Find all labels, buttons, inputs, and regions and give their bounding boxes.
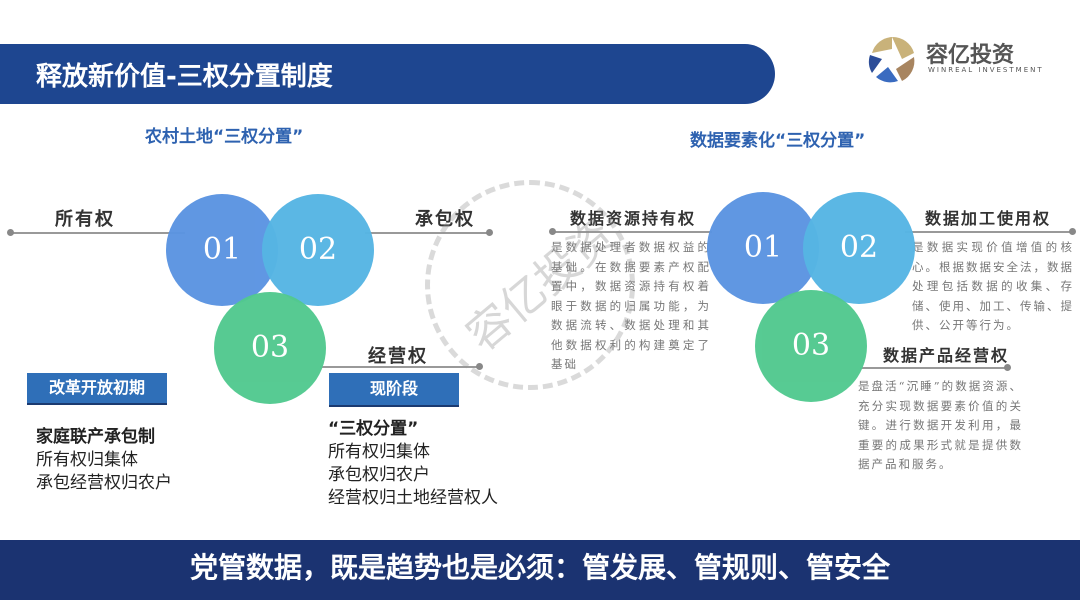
label-operation: 经营权 [368,346,428,367]
logo: 容亿投资 WINREAL INVESTMENT [866,33,1042,89]
logo-icon [868,36,915,83]
item-description: 是盘活“沉睡”的数据资源、充分实现数据要素价值的关键。进行数据开发利用，最重要的… [858,379,1023,471]
text-line: 所有权归集体 [328,442,430,462]
tag-early-reform: 改革开放初期 [27,373,167,405]
circle-02: 02 [803,192,915,304]
circle-02: 02 [262,194,374,306]
item-title: 数据产品经营权 [883,346,1010,365]
footer-banner: 党管数据，既是趋势也是必须：管发展、管规则、管安全 [0,540,1080,600]
text-line: 经营权归土地经营权人 [328,488,498,508]
divider-line [549,228,712,235]
tag-current-stage: 现阶段 [329,373,459,407]
title-bar: 释放新价值-三权分置制度 [0,44,775,104]
divider-line [860,364,1011,371]
logo-subtitle: WINREAL INVESTMENT [928,66,1044,74]
page-title: 释放新价值-三权分置制度 [36,62,333,92]
label-ownership: 所有权 [55,209,115,230]
left-heading: 农村土地“三权分置” [145,127,304,147]
text-line: 承包权归农户 [328,465,430,485]
text-line: 家庭联产承包制 [36,427,155,447]
divider-line [905,228,1076,235]
logo-name: 容亿投资 [926,43,1015,68]
item-title: 数据资源持有权 [570,209,697,228]
early-reform-block: 家庭联产承包制 所有权归集体 承包经营权归农户 [36,426,172,495]
circle-01: 01 [707,192,819,304]
item-description: 是数据处理者数据权益的基础。在数据要素产权配置中，数据资源持有权着眼于数据的归属… [551,240,711,371]
item-title: 数据加工使用权 [925,209,1052,228]
divider-line [365,229,493,236]
divider-line [320,363,483,370]
item-description: 是数据实现价值增值的核心。根据数据安全法，数据处理包括数据的收集、存储、使用、加… [912,240,1074,332]
circle-03: 03 [755,290,867,402]
current-stage-block: “三权分置” 所有权归集体 承包权归农户 经营权归土地经营权人 [328,418,498,510]
circle-01: 01 [166,194,278,306]
text-line: 承包经营权归农户 [36,473,172,493]
text-line: 所有权归集体 [36,450,138,470]
right-heading: 数据要素化“三权分置” [690,131,866,151]
circle-03: 03 [214,292,326,404]
divider-line [7,229,185,236]
label-contract: 承包权 [415,209,475,230]
text-line: “三权分置” [328,419,419,439]
